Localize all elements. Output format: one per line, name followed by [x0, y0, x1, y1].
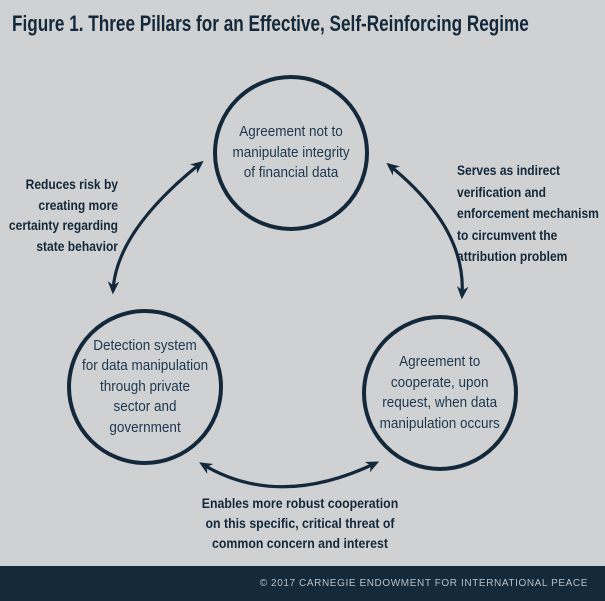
- footer-bar: © 2017 CARNEGIE ENDOWMENT FOR INTERNATIO…: [0, 566, 605, 601]
- pillar-bottom-right-label: Agreement to cooperate, upon request, wh…: [379, 353, 501, 432]
- edge-label-right: Serves as indirect verification and enfo…: [457, 162, 599, 264]
- edge-label-left: Reduces risk by creating more certainty …: [8, 176, 118, 254]
- pillar-bottom-left-label: Detection system for data manipulation t…: [81, 336, 209, 436]
- figure-title: Figure 1. Three Pillars for an Effective…: [12, 11, 529, 36]
- edge-label-bottom: Enables more robust cooperation on this …: [201, 495, 399, 551]
- arrow-bottom-edge: [199, 461, 380, 489]
- pillar-top-label: Agreement not to manipulate integrity of…: [232, 123, 350, 182]
- pillar-circle-top: Agreement not to manipulate integrity of…: [213, 75, 369, 231]
- arrow-left-edge: [107, 160, 204, 295]
- arrow-right-edge: [386, 162, 469, 300]
- pillar-circle-bottom-left: Detection system for data manipulation t…: [67, 309, 223, 465]
- footer-credit: © 2017 CARNEGIE ENDOWMENT FOR INTERNATIO…: [259, 578, 588, 589]
- pillar-circle-bottom-right: Agreement to cooperate, upon request, wh…: [362, 315, 518, 471]
